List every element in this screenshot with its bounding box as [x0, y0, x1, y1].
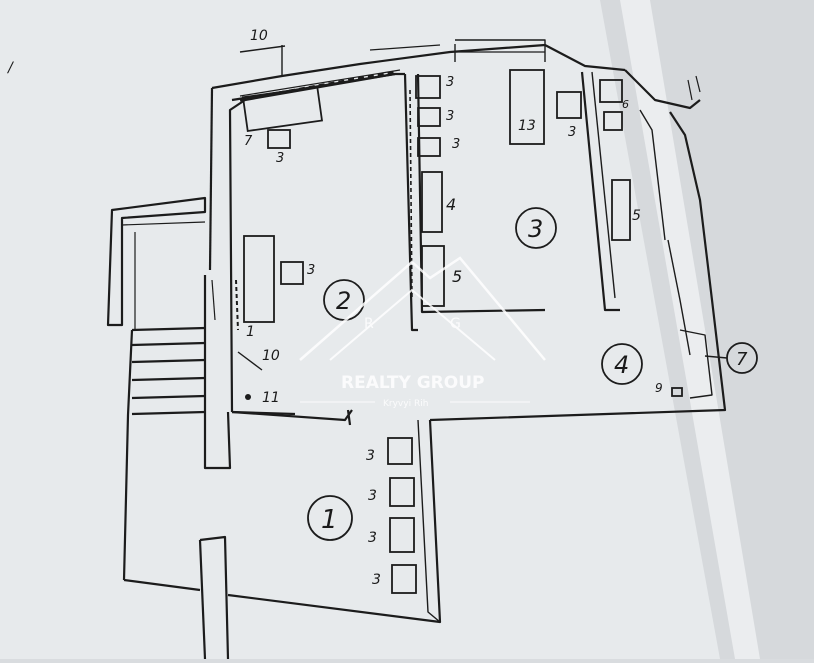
- label-7-bench: 7: [244, 134, 253, 149]
- unit-6: [599, 79, 623, 103]
- label-10-top: 10: [250, 28, 268, 44]
- walls: [106, 39, 727, 660]
- label-4: 4: [446, 195, 456, 214]
- label-13: 13: [518, 118, 536, 134]
- unit-3-e: [417, 137, 441, 157]
- label-9: 9: [655, 381, 663, 395]
- margin-mark: /: [6, 60, 14, 76]
- room-1-circle: [307, 495, 353, 541]
- room-7-number: 7: [736, 349, 748, 370]
- point-11: [245, 394, 251, 400]
- unit-3-j: [391, 564, 417, 594]
- label-3-e: 3: [452, 137, 460, 152]
- watermark-brand: REALTY GROUP: [341, 373, 484, 393]
- label-5-b: 5: [632, 208, 641, 224]
- label-3-i: 3: [368, 530, 377, 546]
- label-3-a: 3: [276, 151, 284, 166]
- desk-1: [243, 235, 275, 323]
- watermark-inner-roof-icon: [329, 288, 496, 361]
- unit-5-a: [421, 245, 445, 307]
- unit-3-a: [267, 129, 291, 149]
- watermark-logo-letter-r: R: [364, 316, 374, 332]
- room-7-leader: [704, 355, 728, 359]
- unit-4: [421, 171, 443, 233]
- label-3-g: 3: [366, 448, 375, 464]
- room-1-number: 1: [321, 505, 338, 535]
- unit-3-i: [389, 517, 415, 553]
- label-3-d: 3: [446, 109, 454, 124]
- label-3-b: 3: [307, 263, 315, 278]
- room-3-circle: [515, 207, 557, 249]
- unit-5-b: [611, 179, 631, 241]
- label-3-c: 3: [446, 75, 454, 90]
- room-4-circle: [601, 343, 643, 385]
- label-3-j: 3: [372, 572, 381, 588]
- room-4-number: 4: [614, 351, 629, 379]
- unit-3-f: [556, 91, 582, 119]
- room3-wall-hatch: [409, 89, 413, 301]
- label-3-h: 3: [368, 488, 377, 504]
- label-5-a: 5: [452, 267, 462, 286]
- paper-fold-highlight: [620, 0, 760, 659]
- watermark-city: Kryvyi Rih: [383, 399, 428, 409]
- unit-3-g: [387, 437, 413, 465]
- label-10-leader: [239, 45, 286, 53]
- label-11: 11: [262, 390, 280, 406]
- watermark: R G REALTY GROUP Kryvyi Rih: [299, 256, 546, 409]
- top-wall-hatch: [239, 70, 396, 102]
- label-10-mid: 10: [262, 348, 280, 364]
- room-3-number: 3: [528, 215, 543, 243]
- watermark-logo-letter-g: G: [450, 316, 461, 332]
- label-10b-leader: [237, 351, 263, 371]
- unit-3-c: [415, 75, 441, 99]
- room-2-number: 2: [336, 287, 351, 315]
- unit-9: [671, 387, 683, 397]
- unit-3-b: [280, 261, 304, 285]
- label-1-desk: 1: [246, 324, 255, 340]
- label-3-f: 3: [568, 125, 576, 140]
- unit-3-h: [389, 477, 415, 507]
- label-6: 6: [622, 98, 629, 111]
- unit-3-d: [417, 107, 441, 127]
- unit-13: [509, 69, 545, 145]
- unit-2: [603, 111, 623, 131]
- desk-hatch: [235, 279, 239, 331]
- furniture: [241, 69, 683, 594]
- watermark-roof-icon: [299, 256, 546, 361]
